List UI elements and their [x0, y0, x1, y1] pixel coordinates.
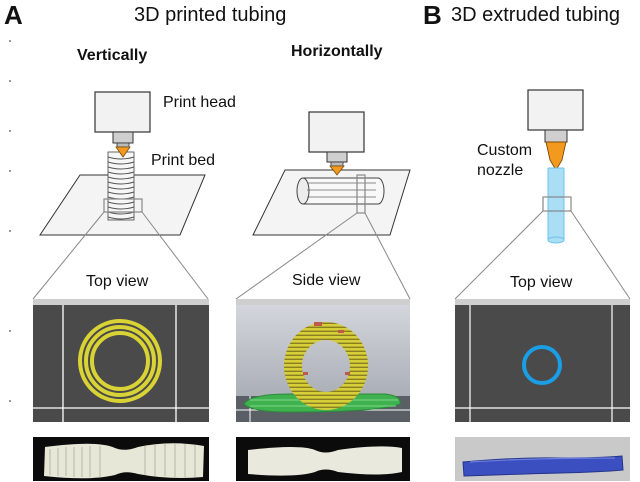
margin-mark: [9, 330, 11, 332]
photo-extruded-tube: [455, 437, 630, 481]
margin-mark: [9, 80, 11, 82]
vertical-tube: [107, 151, 135, 221]
margin-mark: [9, 130, 11, 132]
print-head-body: [94, 91, 151, 133]
print-head-body-horizontal: [308, 111, 365, 153]
panel-letter-a: A: [4, 0, 23, 30]
margin-mark: [9, 400, 11, 402]
label-vertically: Vertically: [77, 47, 148, 64]
label-nozzle: nozzle: [477, 162, 524, 179]
label-custom: Custom: [477, 142, 533, 159]
margin-mark: [9, 170, 11, 172]
zoom-box-b: [542, 196, 572, 212]
panel-b-title: 3D extruded tubing: [451, 4, 621, 26]
label-print-bed: Print bed: [151, 152, 216, 169]
vertical-print-setup: [32, 91, 209, 300]
print-head-neck: [112, 131, 134, 144]
label-top-view-b: Top view: [510, 274, 573, 291]
print-head-body-b: [527, 89, 584, 131]
top-view-extruded: [455, 299, 630, 422]
label-print-head: Print head: [163, 94, 236, 111]
extrusion-setup: [454, 89, 631, 300]
horizontal-print-setup: [235, 111, 411, 300]
photo-vertical-tube: [33, 437, 209, 481]
zoom-box-horizontal: [356, 174, 366, 214]
blue-ring-top: [522, 345, 562, 385]
nozzle-tip: [115, 146, 131, 158]
label-side-view: Side view: [292, 272, 361, 289]
extruded-tube: [547, 167, 565, 241]
margin-mark: [9, 230, 11, 232]
yellow-ring-side: [284, 322, 369, 410]
yellow-ring-top: [78, 319, 162, 403]
zoom-box-vertical: [103, 198, 143, 213]
photo-horizontal-tube: [236, 437, 410, 481]
custom-nozzle: [545, 141, 567, 171]
horizontal-tube: [296, 177, 385, 205]
nozzle-tip-horizontal: [329, 165, 345, 176]
top-view-vertical: [33, 299, 209, 422]
label-top-view-a: Top view: [86, 273, 149, 290]
side-view-horizontal: [236, 299, 410, 422]
margin-mark: [9, 40, 11, 42]
panel-letter-b: B: [423, 0, 442, 30]
label-horizontally: Horizontally: [291, 43, 383, 60]
panel-a-title: 3D printed tubing: [134, 4, 287, 26]
